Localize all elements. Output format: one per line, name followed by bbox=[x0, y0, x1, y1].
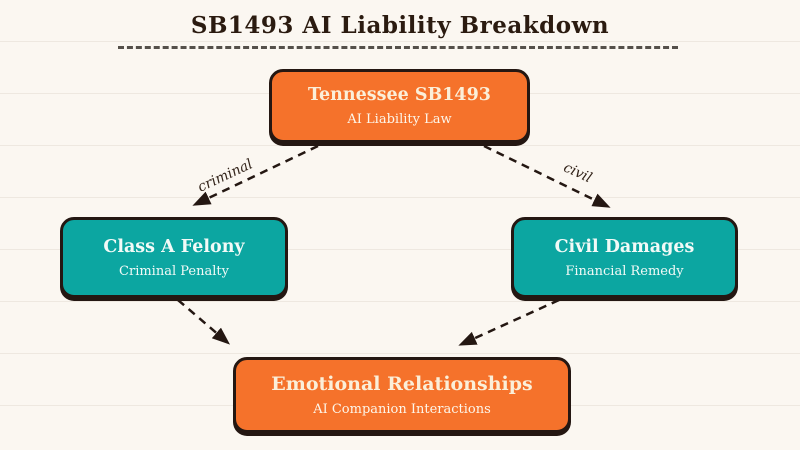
edge-felony-to-emotional bbox=[177, 299, 231, 345]
page-title: SB1493 AI Liability Breakdown bbox=[190, 12, 610, 39]
edge-label-civil: civil bbox=[560, 159, 595, 187]
node-emotional-relationships: Emotional Relationships AI Companion Int… bbox=[233, 357, 571, 433]
node-subtitle: AI Companion Interactions bbox=[313, 402, 491, 417]
edge-damages-to-emotional bbox=[458, 298, 560, 346]
node-title: Civil Damages bbox=[554, 236, 695, 257]
node-title: Tennessee SB1493 bbox=[308, 85, 491, 105]
edge-label-criminal: criminal bbox=[195, 156, 256, 196]
node-subtitle: Criminal Penalty bbox=[119, 263, 229, 279]
node-civil-damages: Civil Damages Financial Remedy bbox=[511, 217, 738, 298]
node-class-a-felony: Class A Felony Criminal Penalty bbox=[60, 217, 288, 298]
node-title: Emotional Relationships bbox=[271, 373, 533, 395]
node-tennessee-sb1493: Tennessee SB1493 AI Liability Law bbox=[269, 69, 530, 143]
node-title: Class A Felony bbox=[103, 236, 245, 257]
title-divider bbox=[118, 46, 678, 49]
node-subtitle: Financial Remedy bbox=[565, 263, 684, 279]
node-subtitle: AI Liability Law bbox=[347, 112, 452, 127]
